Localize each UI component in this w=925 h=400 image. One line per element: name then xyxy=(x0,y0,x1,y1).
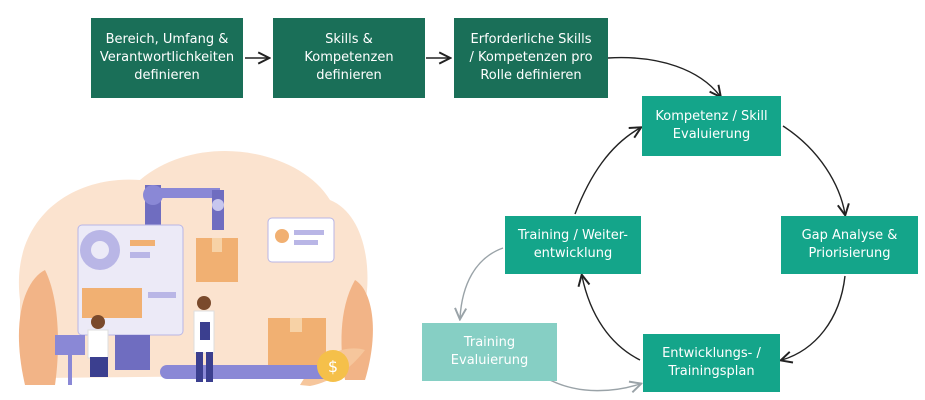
arrow-evaluierung-to-entwicklung xyxy=(549,379,640,391)
cycle-entwicklung-box: Entwicklungs- / Trainingsplan xyxy=(643,334,780,392)
cycle-kompetenz-box: Kompetenz / Skill Evaluierung xyxy=(642,96,781,156)
step-scope-box: Bereich, Umfang & Verantwortlichkeiten d… xyxy=(91,18,243,98)
cycle-training-box: Training / Weiter- entwicklung xyxy=(505,216,641,274)
step-role-skills-label: Erforderliche Skills / Kompetenzen pro R… xyxy=(469,32,593,83)
arrow-step3-to-kompetenz xyxy=(607,56,720,96)
cycle-training-label: Training / Weiter- entwicklung xyxy=(518,228,628,261)
arrow-kompetenz-to-gap xyxy=(782,125,845,214)
cycle-kompetenz-label: Kompetenz / Skill Evaluierung xyxy=(655,109,768,142)
svg-text:$: $ xyxy=(328,357,338,376)
cycle-gap-box: Gap Analyse & Priorisierung xyxy=(781,216,918,274)
training-evaluierung-box: Training Evaluierung xyxy=(422,323,557,381)
cycle-entwicklung-label: Entwicklungs- / Trainingsplan xyxy=(662,346,761,379)
arrow-entwicklung-to-training xyxy=(582,276,641,361)
arrow-training-to-kompetenz xyxy=(574,128,640,215)
step-skills-label: Skills & Kompetenzen definieren xyxy=(304,32,394,83)
arrow-gap-to-entwicklung xyxy=(782,275,846,360)
cycle-gap-label: Gap Analyse & Priorisierung xyxy=(801,228,898,261)
step-scope-label: Bereich, Umfang & Verantwortlichkeiten d… xyxy=(99,32,235,83)
step-skills-box: Skills & Kompetenzen definieren xyxy=(273,18,425,98)
arrow-training-to-evaluierung xyxy=(460,247,504,318)
step-role-skills-box: Erforderliche Skills / Kompetenzen pro R… xyxy=(454,18,608,98)
training-evaluierung-label: Training Evaluierung xyxy=(450,335,529,368)
